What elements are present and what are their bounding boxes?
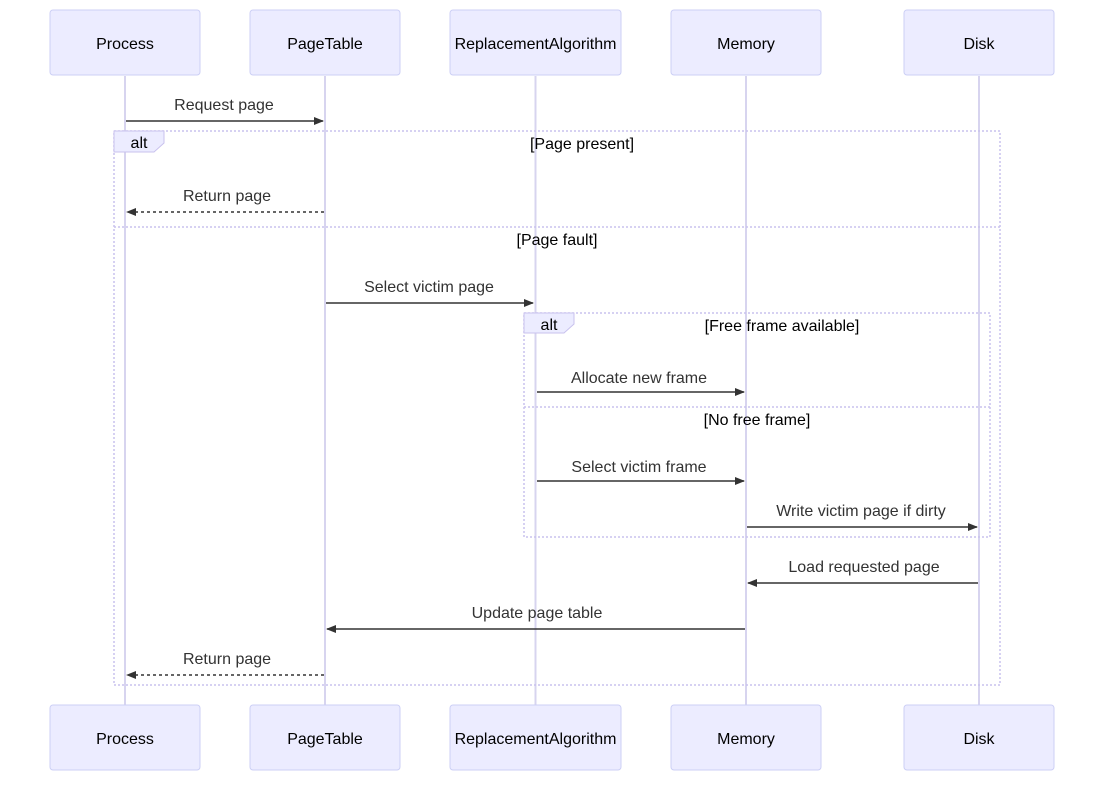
alt-fragment-inner: alt [Free frame available] [No free fram… [523,312,991,538]
message-write-victim-page: Write victim page if dirty [747,503,978,531]
participants-top: Process PageTable ReplacementAlgorithm M… [49,9,1055,76]
message-allocate-new-frame-label: Allocate new frame [571,370,707,387]
message-load-requested-page: Load requested page [747,559,978,587]
message-update-page-table: Update page table [326,605,745,633]
message-request-page-label: Request page [174,97,274,114]
alt-fragment-outer-condition-2: [Page fault] [517,232,598,249]
message-allocate-new-frame: Allocate new frame [537,370,745,396]
lifelines [124,76,980,705]
participant-label-disk-bottom: Disk [963,731,995,748]
message-select-victim-page-label: Select victim page [364,279,494,296]
alt-fragment-inner-tag [523,312,575,334]
participant-label-process-top: Process [96,36,154,53]
alt-fragment-outer: alt [Page present] [Page fault] [113,130,1001,686]
alt-fragment-outer-border [113,130,1001,686]
message-request-page: Request page [126,97,324,125]
participant-box-replacementalgorithm-bottom: ReplacementAlgorithm [449,704,622,771]
participant-label-memory-top: Memory [717,36,775,53]
message-update-page-table-label: Update page table [472,605,603,622]
participant-box-disk-bottom: Disk [903,704,1055,771]
participant-box-memory-top: Memory [670,9,822,76]
message-return-page-1: Return page [126,188,324,216]
message-select-victim-frame-label: Select victim frame [571,459,706,476]
message-return-page-2: Return page [126,651,324,679]
message-select-victim-page: Select victim page [326,279,534,307]
participant-label-replacementalgorithm-bottom: ReplacementAlgorithm [455,731,617,748]
alt-fragment-inner-condition-2: [No free frame] [704,412,811,429]
participant-box-process-top: Process [49,9,201,76]
participant-box-pagetable-top: PageTable [249,9,401,76]
alt-fragment-outer-tag [113,130,165,153]
message-select-victim-frame: Select victim frame [537,459,745,485]
message-return-page-2-label: Return page [183,651,271,668]
participant-label-replacementalgorithm-top: ReplacementAlgorithm [455,36,617,53]
alt-fragment-inner-border [523,312,991,538]
message-return-page-1-label: Return page [183,188,271,205]
participant-label-memory-bottom: Memory [717,731,775,748]
participant-label-disk-top: Disk [963,36,995,53]
participants-bottom: Process PageTable ReplacementAlgorithm M… [49,704,1055,771]
participant-box-process-bottom: Process [49,704,201,771]
participant-box-pagetable-bottom: PageTable [249,704,401,771]
participant-label-pagetable-top: PageTable [287,36,363,53]
participant-label-pagetable-bottom: PageTable [287,731,363,748]
participant-box-disk-top: Disk [903,9,1055,76]
participant-box-replacementalgorithm-top: ReplacementAlgorithm [449,9,622,76]
alt-fragment-inner-label: alt [541,317,558,334]
messages: Request page Return page Select victim p… [126,97,978,679]
message-write-victim-page-label: Write victim page if dirty [776,503,946,520]
participant-box-memory-bottom: Memory [670,704,822,771]
participant-label-process-bottom: Process [96,731,154,748]
alt-fragment-inner-condition-1: [Free frame available] [705,318,860,335]
alt-fragment-outer-label: alt [131,135,148,152]
message-load-requested-page-label: Load requested page [788,559,939,576]
alt-fragment-outer-condition-1: [Page present] [530,136,634,153]
